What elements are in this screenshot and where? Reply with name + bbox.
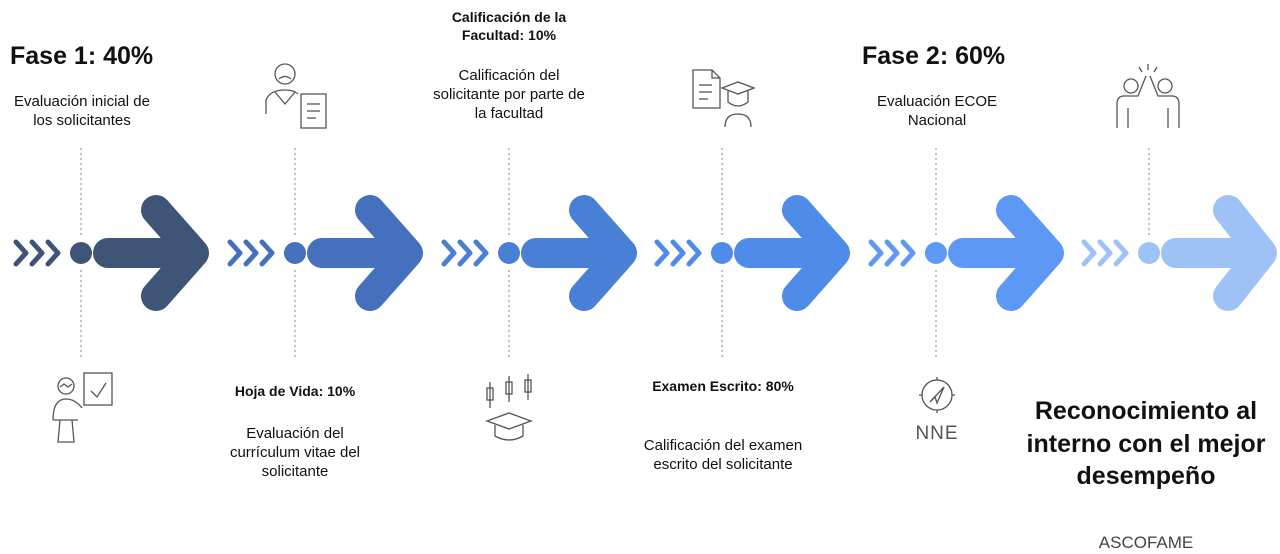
stage-4-arrows: [654, 195, 850, 311]
stage-dot: [925, 242, 947, 264]
stage-dot: [70, 242, 92, 264]
stage-dot: [498, 242, 520, 264]
document-graduate-icon: [692, 69, 756, 128]
chevron: [13, 239, 29, 267]
stage-2-arrows: [227, 195, 423, 311]
facultad-title: Calificación de la Facultad: 10%: [451, 9, 567, 43]
presenter-check-icon: [52, 372, 113, 443]
arrow-head: [996, 195, 1064, 311]
stage-dot: [284, 242, 306, 264]
chevron: [441, 239, 457, 267]
examen-escrito-description: Calificación del examen escrito del soli…: [643, 437, 803, 474]
fase-2-description: Evaluación ECOE Nacional: [876, 93, 998, 130]
arrow-head: [355, 195, 423, 311]
arrow-head: [569, 195, 637, 311]
chevron: [45, 239, 61, 267]
chevron: [457, 239, 473, 267]
fase-1-title: Fase 1: 40%: [10, 42, 154, 70]
chevron: [1113, 239, 1129, 267]
nne-icon-label: NNE: [915, 423, 959, 444]
reconocimiento-title: Reconocimiento al interno con el mejor d…: [1026, 397, 1266, 490]
chevron: [473, 239, 489, 267]
compass-nne-icon: [919, 377, 955, 413]
chevron: [1097, 239, 1113, 267]
chevron: [29, 239, 45, 267]
stage-1-arrows: [13, 195, 209, 311]
candlestick-graduation-icon: [485, 374, 533, 441]
chevron: [670, 239, 686, 267]
chevron: [243, 239, 259, 267]
chevron: [884, 239, 900, 267]
fase-2-title: Fase 2: 60%: [862, 42, 1006, 70]
stage-dot: [711, 242, 733, 264]
stage-5-arrows: [868, 195, 1064, 311]
arrow-head: [141, 195, 209, 311]
hoja-de-vida-title: Hoja de Vida: 10%: [234, 383, 356, 399]
chevron: [900, 239, 916, 267]
arrow-head: [1213, 195, 1277, 311]
chevron: [227, 239, 243, 267]
arrow-head: [782, 195, 850, 311]
stage-6-arrows: [1081, 195, 1277, 311]
chevron: [868, 239, 884, 267]
fase-1-description: Evaluación inicial de los solicitantes: [14, 93, 150, 130]
chevron: [259, 239, 275, 267]
examen-escrito-title: Examen Escrito: 80%: [652, 378, 794, 394]
connector-lines: [80, 148, 1150, 360]
stage-3-arrows: [441, 195, 637, 311]
chevron: [1081, 239, 1097, 267]
source-label: ASCOFAME: [1098, 533, 1194, 552]
chevron: [654, 239, 670, 267]
facultad-description: Calificación del solicitante por parte d…: [433, 67, 585, 123]
chevron: [686, 239, 702, 267]
applicant-document-icon: [265, 63, 327, 129]
high-five-icon: [1116, 64, 1180, 128]
hoja-de-vida-description: Evaluación del currículum vitae del soli…: [229, 425, 361, 481]
stage-dot: [1138, 242, 1160, 264]
